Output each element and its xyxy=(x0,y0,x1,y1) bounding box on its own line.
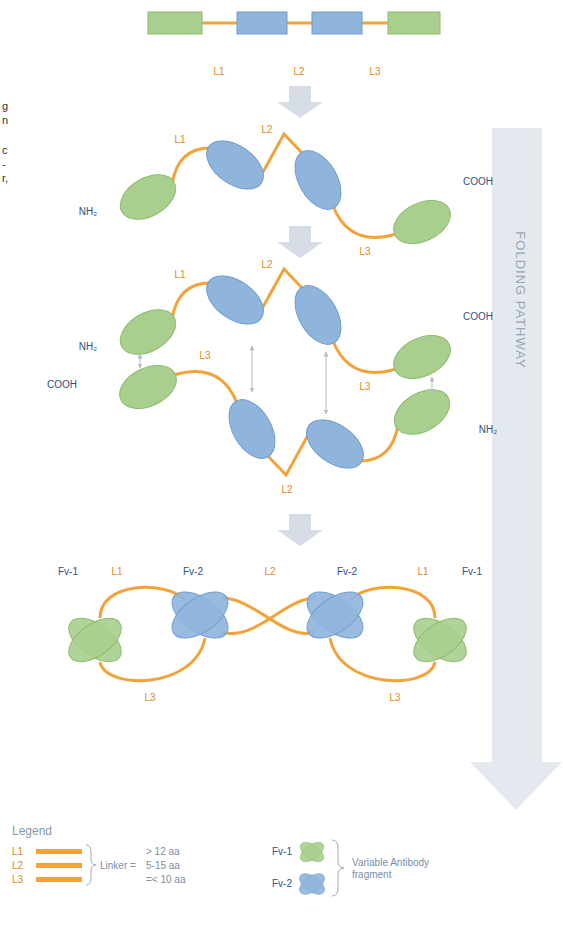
cropped-text: - xyxy=(2,158,6,171)
fragment-label: Fv-1 xyxy=(462,566,482,578)
linker-label: L1 xyxy=(174,134,185,146)
legend-text: L1 xyxy=(12,846,23,858)
legend-swatch xyxy=(36,877,82,882)
terminus-label: NH₂ xyxy=(79,206,97,218)
linker-label: L1 xyxy=(417,566,428,578)
cropped-text: g xyxy=(2,100,8,113)
linker-label: L2 xyxy=(261,259,272,271)
terminus-label: NH₂ xyxy=(79,341,97,353)
linker-label: L3 xyxy=(359,246,370,258)
linker-length: =< 10 aa xyxy=(146,874,185,886)
linker-label: L2 xyxy=(264,566,275,578)
linker-length: 5-15 aa xyxy=(146,860,180,872)
pairing-arrow xyxy=(140,346,432,414)
fv-module xyxy=(164,583,236,648)
legend-text: L2 xyxy=(12,860,23,872)
linker-label: L3 xyxy=(199,350,210,362)
cropped-text: n xyxy=(2,114,8,127)
linker-label: L1 xyxy=(213,66,224,78)
linker-loop xyxy=(100,587,435,680)
linker-caption: Linker = xyxy=(100,860,136,872)
legend-text: Fv-1 xyxy=(272,846,292,858)
linker-label: L3 xyxy=(389,692,400,704)
linker-label: L1 xyxy=(174,269,185,281)
linker-label: L2 xyxy=(261,124,272,136)
pathway-arrow xyxy=(470,128,562,810)
pathway-label: FOLDING PATHWAY xyxy=(513,231,528,368)
terminus-label: COOH xyxy=(463,311,493,323)
legend-text: L3 xyxy=(12,874,23,886)
legend-swatch xyxy=(36,849,82,854)
legend-icon xyxy=(296,869,328,898)
cropped-text: c xyxy=(2,144,8,157)
linker-label: L2 xyxy=(281,484,292,496)
linker-label: L1 xyxy=(111,566,122,578)
fragment-label: Fv-1 xyxy=(58,566,78,578)
fragment-label: Fv-2 xyxy=(183,566,203,578)
terminus-label: COOH xyxy=(463,176,493,188)
linker-label: L3 xyxy=(359,381,370,393)
fv-module xyxy=(61,610,129,671)
linker-label: L3 xyxy=(144,692,155,704)
linear-construct xyxy=(148,12,440,34)
linker-label: L3 xyxy=(369,66,380,78)
legend-icon xyxy=(297,838,327,865)
linker-length: > 12 aa xyxy=(146,846,180,858)
fragment-caption: Variable Antibody fragment xyxy=(352,857,448,880)
folded-chain xyxy=(113,357,458,478)
folded-chain xyxy=(113,131,458,252)
legend-heading: Legend xyxy=(12,825,52,839)
legend-swatch xyxy=(36,863,82,868)
fv-module xyxy=(406,610,474,671)
terminus-label: COOH xyxy=(47,379,77,391)
terminus-label: NH₂ xyxy=(479,424,497,436)
fv-module xyxy=(299,583,371,648)
legend-text: Fv-2 xyxy=(272,878,292,890)
cropped-text: r, xyxy=(2,172,8,185)
fragment-label: Fv-2 xyxy=(337,566,357,578)
linker-label: L2 xyxy=(293,66,304,78)
